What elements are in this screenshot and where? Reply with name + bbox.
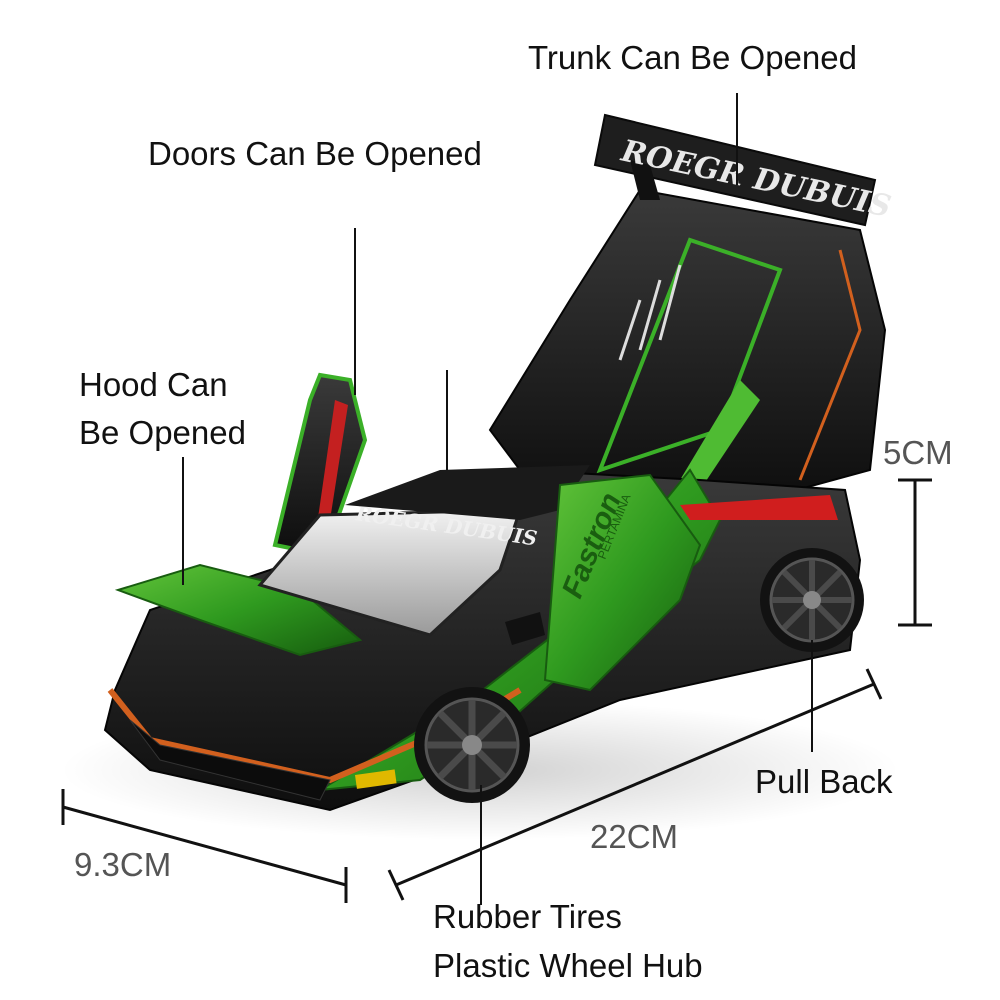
front-plate xyxy=(354,769,397,789)
engine-cover xyxy=(488,188,887,502)
windshield xyxy=(257,508,523,637)
hood-callout-line1: Hood Can xyxy=(79,366,228,403)
height-dimension-bracket xyxy=(898,478,932,627)
left-door-red-vent xyxy=(318,400,348,520)
right-door-open xyxy=(543,473,702,692)
engine-red-strut xyxy=(680,495,838,520)
side-mirror xyxy=(505,612,545,645)
engine-cover-vents xyxy=(618,264,682,361)
front-wheel xyxy=(414,687,530,803)
rear-wing xyxy=(593,113,877,227)
length-dimension-bracket xyxy=(387,668,883,901)
tires-callout-line1: Rubber Tires xyxy=(433,898,622,935)
roof xyxy=(345,465,590,520)
trunk-callout: Trunk Can Be Opened xyxy=(528,39,857,76)
width-dimension-label: 9.3CM xyxy=(74,846,172,883)
hood-open xyxy=(114,563,363,657)
front-grille xyxy=(129,719,331,801)
rear-wheel xyxy=(760,548,864,652)
engine-cover-green-mesh xyxy=(680,380,760,490)
pull-back-callout: Pull Back xyxy=(755,763,893,800)
hood-callout-line2: Be Opened xyxy=(79,414,246,451)
width-dimension-bracket xyxy=(61,789,348,903)
engine-cover-orange-stripe xyxy=(798,249,862,481)
length-dimension-label: 22CM xyxy=(590,818,679,855)
height-dimension-label: 5CM xyxy=(883,434,953,471)
tires-callout-line2: Plastic Wheel Hub xyxy=(433,947,703,984)
wing-strut xyxy=(630,160,660,200)
doors-callout: Doors Can Be Opened xyxy=(148,135,482,172)
